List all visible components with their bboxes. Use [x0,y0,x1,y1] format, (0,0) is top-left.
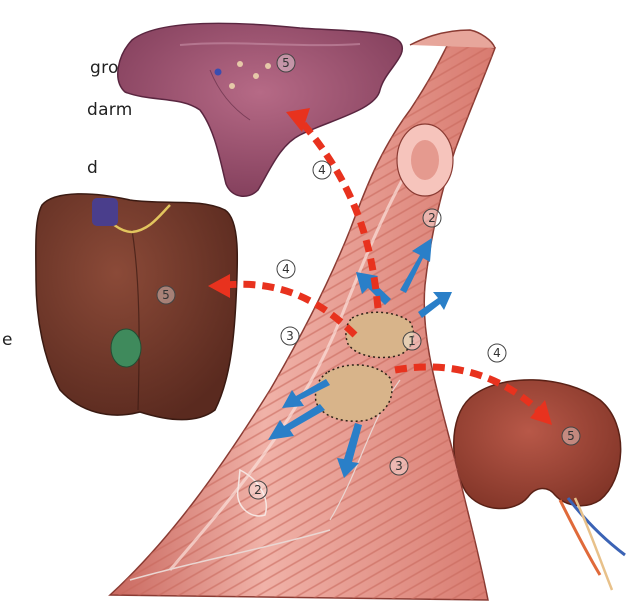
marker-1: 1 [403,332,421,350]
marker-5-liver: 5 [157,286,175,304]
marker-4-lung: 4 [313,161,331,179]
marker-5-kidney: 5 [562,427,580,445]
svg-text:5: 5 [282,56,290,70]
marker-2-lower: 2 [249,481,267,499]
tumour-lower [316,365,392,421]
svg-text:4: 4 [493,346,501,360]
marker-4-liver: 4 [277,260,295,278]
marker-3-right: 3 [390,457,408,475]
liver [36,194,238,420]
lung [118,23,403,196]
svg-text:1: 1 [408,334,416,348]
svg-text:4: 4 [282,262,290,276]
marker-2-upper: 2 [423,209,441,227]
marker-3-left: 3 [281,327,299,345]
svg-text:3: 3 [286,329,294,343]
svg-text:5: 5 [567,429,575,443]
svg-text:3: 3 [395,459,403,473]
svg-text:5: 5 [162,288,170,302]
svg-text:2: 2 [428,211,436,225]
marker-5-lung: 5 [277,54,295,72]
marker-4-kidney: 4 [488,344,506,362]
svg-text:4: 4 [318,163,326,177]
svg-text:2: 2 [254,483,262,497]
tumour-upper [346,312,414,357]
